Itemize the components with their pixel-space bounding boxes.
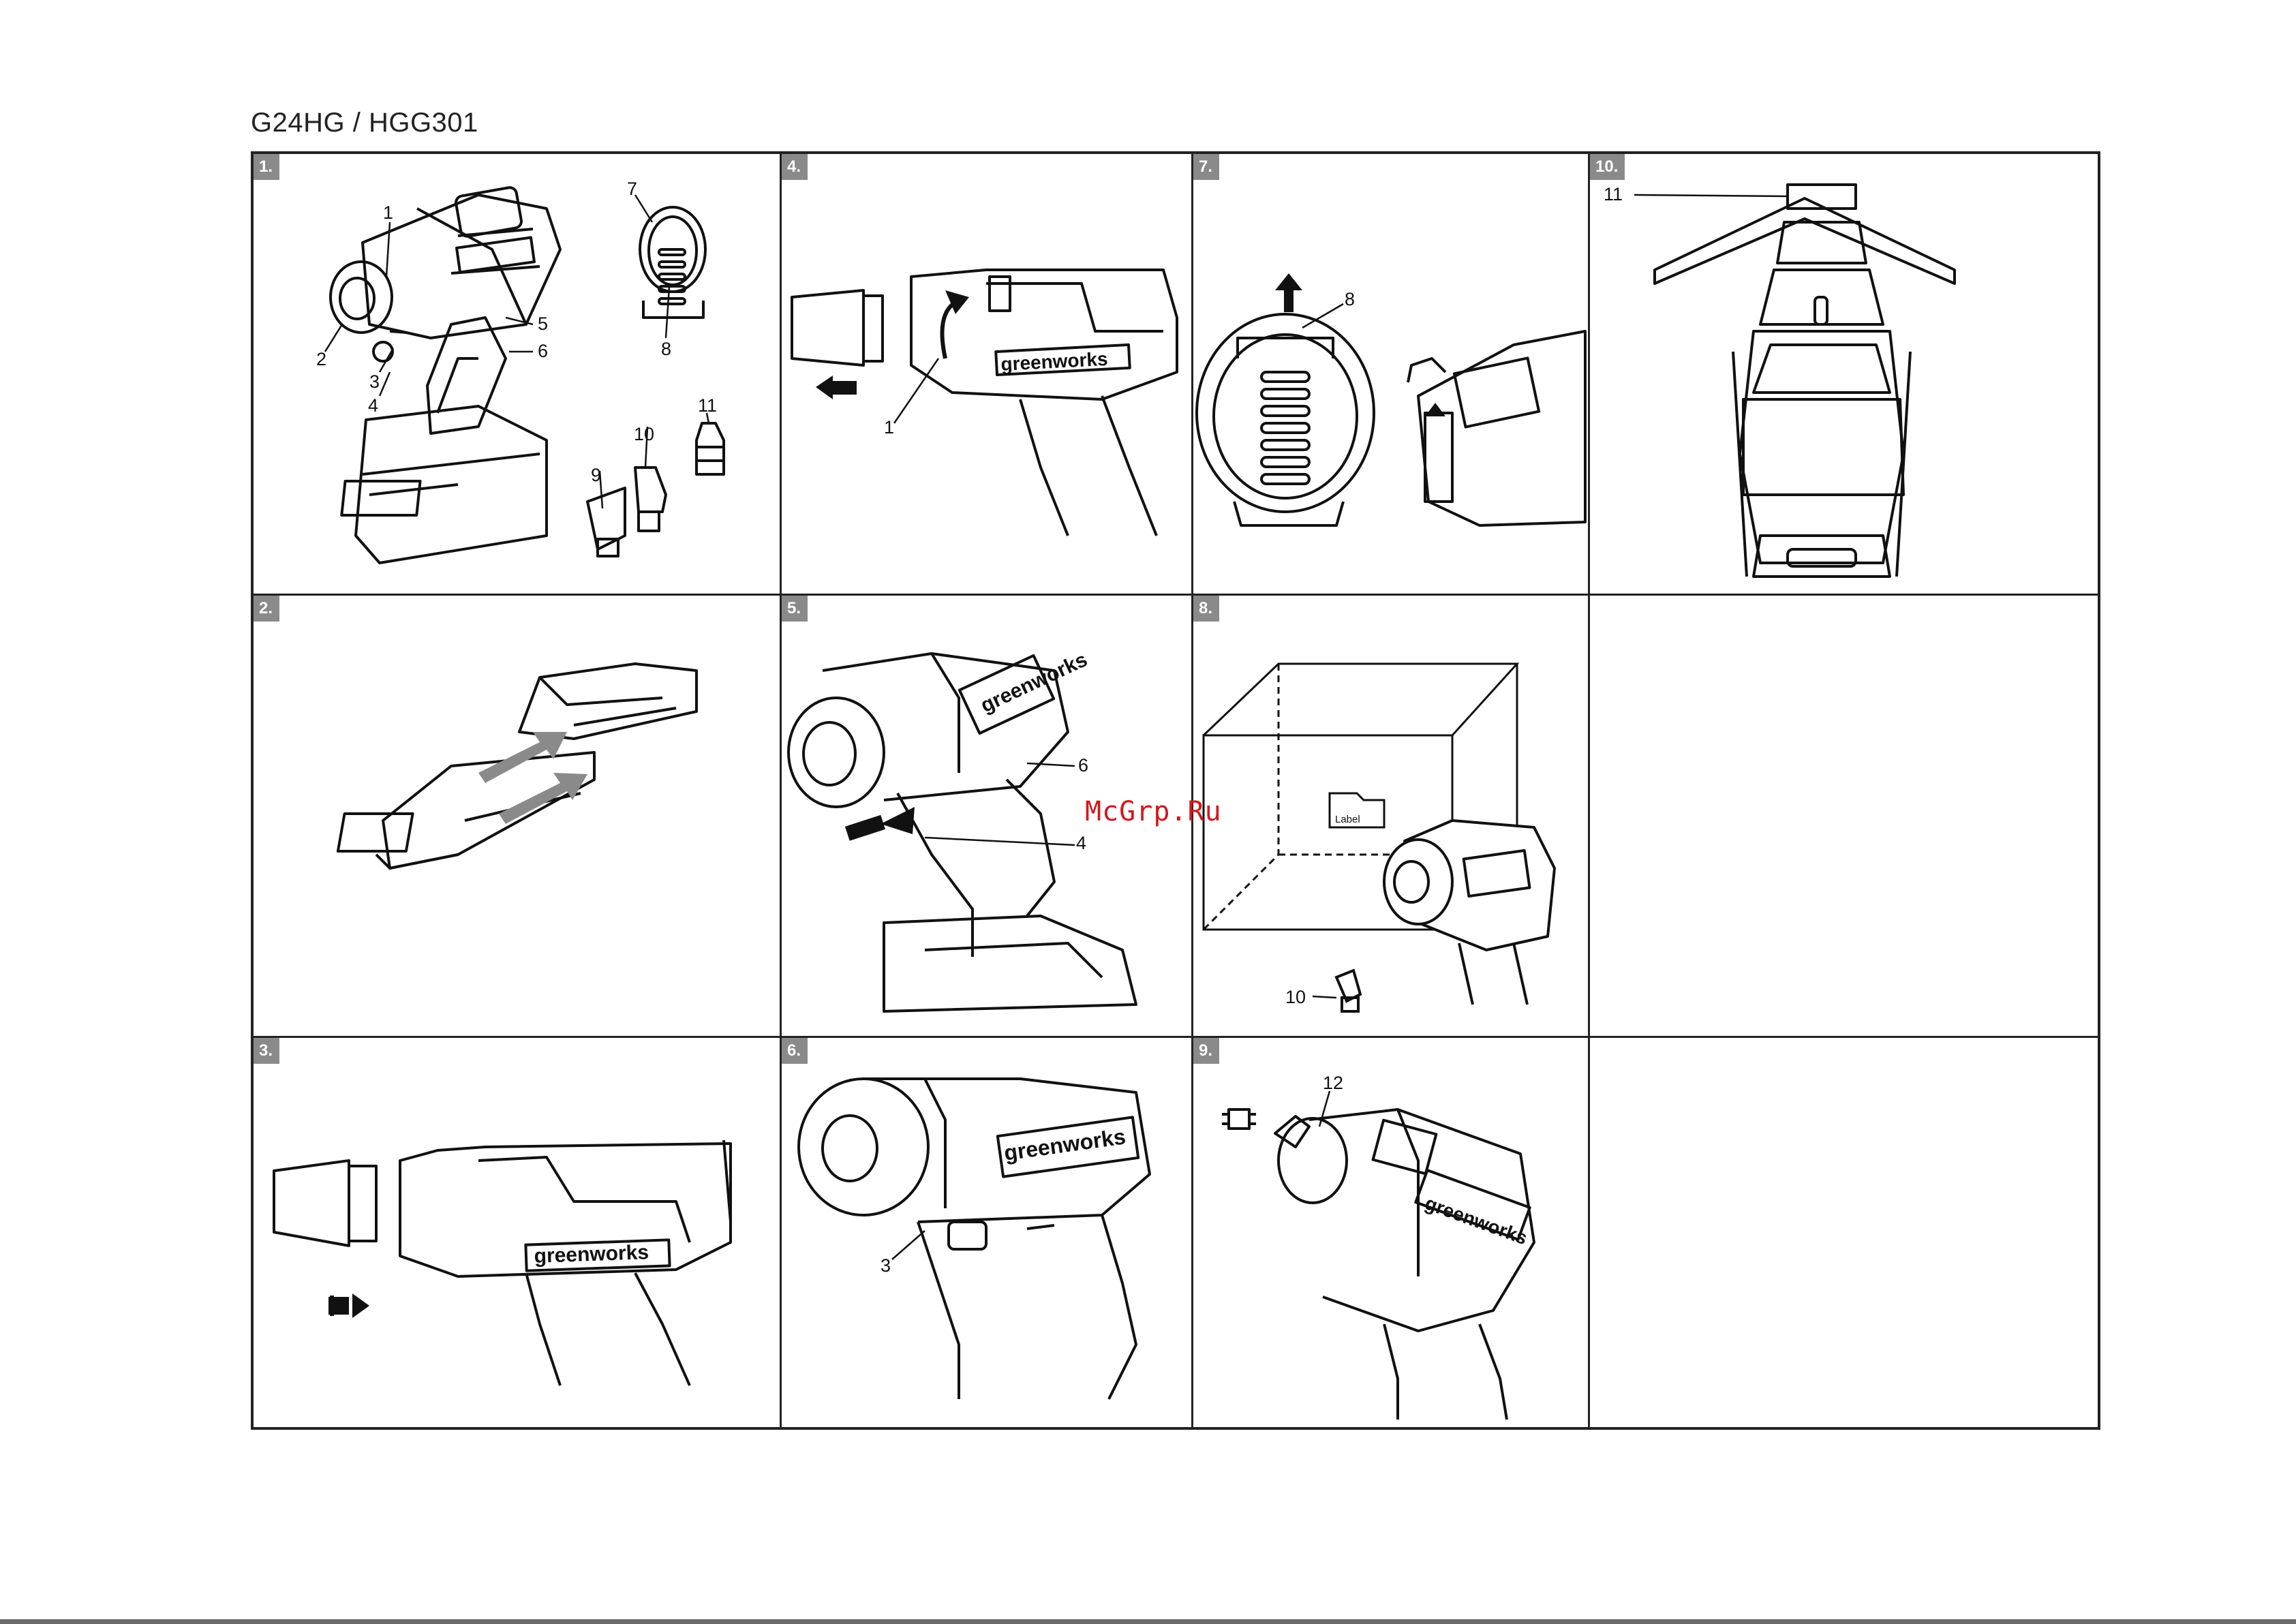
callout-3: 3 (369, 371, 380, 392)
shrink-label-illustration: Label 10 (1193, 596, 1588, 1036)
watermark: McGrp.Ru (1085, 796, 1222, 827)
callout-6: 6 (538, 341, 548, 361)
brand-logo: greenworks (1002, 1124, 1127, 1165)
brand-logo: greenworks (534, 1241, 649, 1268)
footer-rule (0, 1619, 2296, 1624)
callout-4: 4 (368, 395, 378, 416)
panel-10-stand: 11 (1590, 154, 2098, 594)
callout-10: 10 (1285, 987, 1306, 1007)
panel-8-shrink-label: Label 10 (1193, 596, 1588, 1036)
callout-6: 6 (1078, 755, 1088, 776)
panel-4-detach-nozzle: greenworks 1 (782, 154, 1191, 594)
panel-2-battery (254, 596, 780, 1036)
battery-insertion-illustration (254, 596, 780, 1036)
callout-4: 4 (1076, 833, 1086, 853)
detach-nozzle-illustration: greenworks 1 (782, 154, 1191, 594)
attach-nozzle-illustration: greenworks (254, 1038, 780, 1430)
callout-8: 8 (661, 339, 671, 359)
callout-10: 10 (634, 424, 654, 444)
panel-6-lock-button: greenworks 3 (782, 1038, 1191, 1430)
panel-3-attach-nozzle: greenworks (254, 1038, 780, 1430)
callout-2: 2 (316, 349, 326, 369)
callout-1: 1 (884, 417, 894, 438)
callout-11: 11 (698, 395, 717, 416)
panel-7-filter-cover: 8 (1193, 154, 1588, 594)
heat-gun-overview-illustration: 1 2 3 4 5 6 7 8 9 10 11 (254, 154, 780, 594)
callout-5: 5 (538, 313, 548, 334)
callout-3: 3 (881, 1255, 891, 1276)
accessory-illustration: greenworks 12 (1193, 1038, 1588, 1430)
callout-8: 8 (1345, 289, 1355, 309)
callout-11: 11 (1604, 184, 1623, 204)
callout-9: 9 (591, 465, 601, 485)
illustration-grid: 1. 2. 3. 4. 5. 6. 7. 8. 9. 10. (251, 151, 2100, 1430)
lock-button-illustration: greenworks 3 (782, 1038, 1191, 1430)
label-text: Label (1335, 814, 1360, 825)
callout-7: 7 (627, 179, 637, 199)
panel-1-overview: 1 2 3 4 5 6 7 8 9 10 11 (254, 154, 780, 594)
callout-12: 12 (1323, 1073, 1343, 1093)
stand-illustration: 11 (1590, 154, 2098, 594)
panel-9-accessory: greenworks 12 (1193, 1038, 1588, 1430)
callout-1: 1 (383, 202, 393, 223)
filter-cover-illustration: 8 (1193, 154, 1588, 594)
page-title: G24HG / HGG301 (251, 108, 478, 138)
